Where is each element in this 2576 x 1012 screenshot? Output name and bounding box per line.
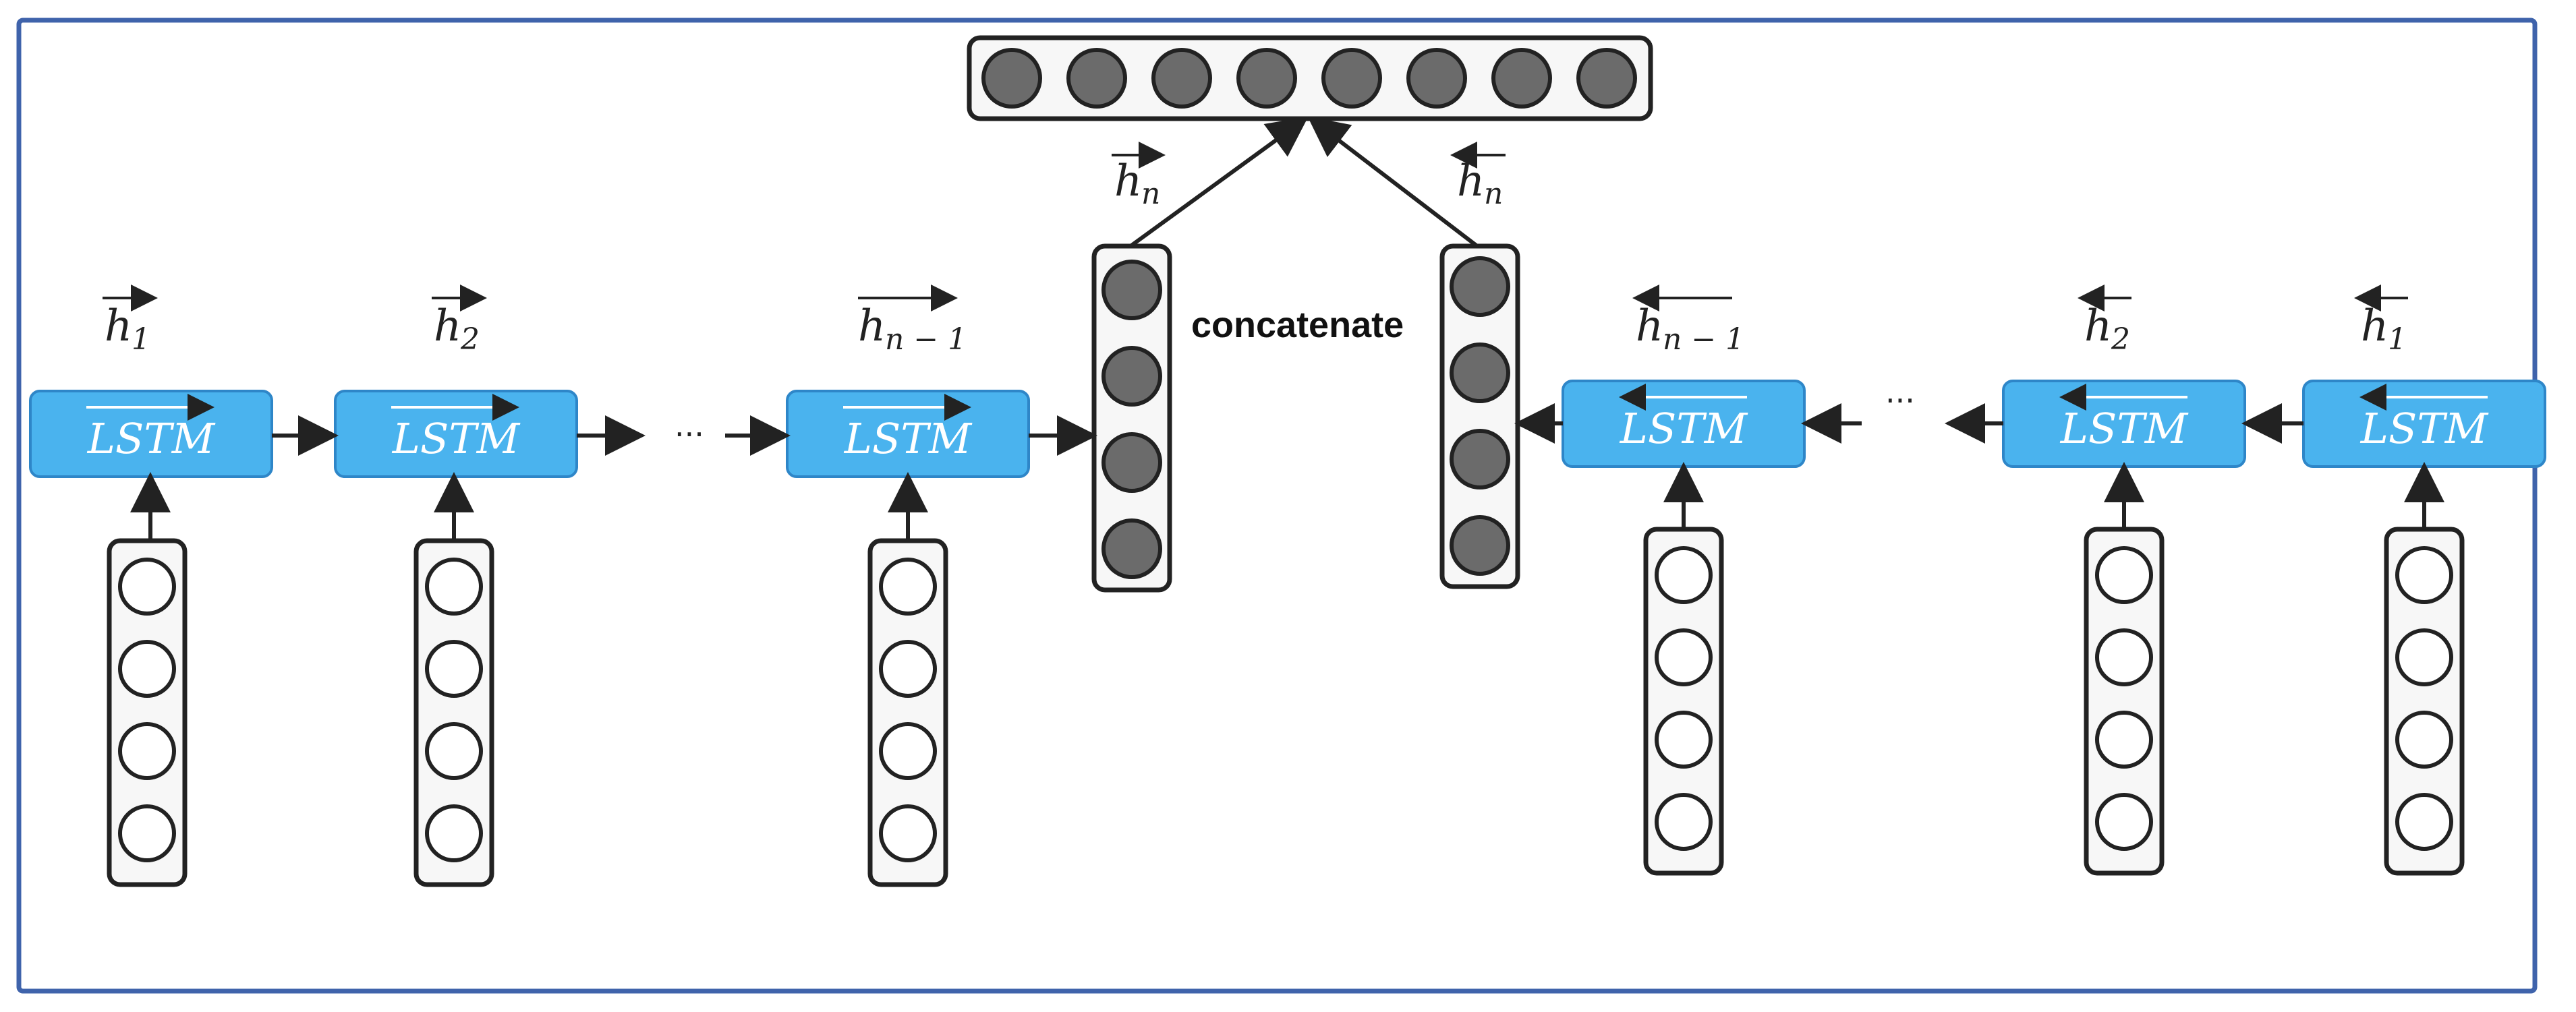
svg-text:h: h [2084, 301, 2112, 351]
input-node [2095, 546, 2153, 604]
svg-text:LSTM: LSTM [87, 414, 216, 463]
input-node [425, 558, 483, 616]
svg-text:LSTM: LSTM [2060, 404, 2189, 453]
forward-hidden-label-1: h 1 [103, 285, 158, 357]
backward-lstm-n-minus-1: LSTM [1562, 380, 1806, 468]
backward-ellipsis: ··· [1885, 382, 1915, 419]
backward-input-vector-n-minus-1 [1643, 527, 1724, 876]
backward-lstm-1: LSTM [2302, 380, 2546, 468]
forward-hn-node [1101, 432, 1162, 493]
svg-text:2: 2 [460, 322, 480, 357]
backward-hidden-label-2: h 2 [2078, 285, 2131, 357]
input-node [2095, 793, 2153, 851]
svg-text:h: h [434, 301, 461, 351]
input-node [118, 640, 176, 698]
forward-input-vector-2 [413, 538, 494, 887]
svg-text:h: h [105, 301, 132, 351]
input-node [2395, 711, 2453, 769]
input-node [879, 804, 937, 862]
svg-text:LSTM: LSTM [1620, 404, 1748, 453]
svg-text:LSTM: LSTM [2360, 404, 2489, 453]
backward-input-vector-2 [2084, 527, 2165, 876]
frame-border [16, 18, 2538, 994]
svg-text:LSTM: LSTM [844, 414, 973, 463]
forward-hn-node [1101, 518, 1162, 579]
concatenate-label: concatenate [1191, 305, 1404, 345]
input-node [118, 804, 176, 862]
output-node [1321, 48, 1382, 109]
svg-text:h: h [2361, 301, 2388, 351]
output-vector [967, 35, 1653, 121]
input-node [879, 722, 937, 780]
input-node [118, 722, 176, 780]
label-backward-hn: h n [1450, 142, 1506, 211]
svg-text:n: n [1141, 177, 1160, 211]
svg-text:h: h [1636, 301, 1663, 351]
forward-hn-node [1101, 346, 1162, 407]
backward-hidden-label-1: h 1 [2354, 285, 2408, 357]
forward-input-vector-1 [107, 538, 188, 887]
svg-text:h: h [858, 301, 886, 351]
input-node [2395, 546, 2453, 604]
svg-text:2: 2 [2111, 322, 2130, 357]
output-node [1491, 48, 1552, 109]
backward-input-vector-1 [2384, 527, 2465, 876]
backward-hidden-label-n-minus-1: h n − 1 [1632, 285, 1744, 357]
svg-text:h: h [1114, 156, 1142, 206]
backward-hn-node [1450, 343, 1510, 403]
input-node [1655, 711, 1713, 769]
output-node [1406, 48, 1467, 109]
svg-text:n − 1: n − 1 [1663, 322, 1744, 357]
input-node [1655, 628, 1713, 686]
input-node [1655, 793, 1713, 851]
input-node [2095, 711, 2153, 769]
input-node [1655, 546, 1713, 604]
output-node [981, 48, 1042, 109]
input-node [2395, 628, 2453, 686]
forward-input-vector-n-minus-1 [867, 538, 948, 887]
input-node [118, 558, 176, 616]
forward-lstm-2: LSTM [334, 390, 578, 478]
backward-lstm-2: LSTM [2002, 380, 2246, 468]
input-node [879, 640, 937, 698]
svg-text:1: 1 [132, 322, 150, 357]
svg-text:LSTM: LSTM [392, 414, 521, 463]
output-node [1066, 48, 1127, 109]
backward-hn-vector [1439, 243, 1520, 589]
forward-hn-vector [1091, 243, 1172, 593]
forward-hn-node [1101, 260, 1162, 320]
forward-hidden-label-2: h 2 [432, 285, 487, 357]
forward-lstm-n-minus-1: LSTM [786, 390, 1030, 478]
input-node [879, 558, 937, 616]
forward-hidden-label-n-minus-1: h n − 1 [858, 285, 967, 357]
backward-hn-node [1450, 515, 1510, 576]
svg-text:n: n [1484, 177, 1503, 211]
forward-lstm-1: LSTM [29, 390, 273, 478]
label-forward-hn: h n [1112, 142, 1166, 211]
backward-hn-node [1450, 256, 1510, 317]
svg-text:1: 1 [2388, 322, 2407, 357]
input-node [2395, 793, 2453, 851]
arrow-backward-to-output [1307, 116, 1479, 248]
input-node [425, 804, 483, 862]
backward-hn-node [1450, 429, 1510, 489]
arrow-forward-to-output [1129, 116, 1309, 248]
input-node [2095, 628, 2153, 686]
output-node [1151, 48, 1212, 109]
input-node [425, 722, 483, 780]
svg-text:h: h [1457, 156, 1485, 206]
input-node [425, 640, 483, 698]
output-node [1236, 48, 1297, 109]
svg-text:n − 1: n − 1 [885, 322, 967, 357]
forward-ellipsis: ··· [675, 416, 704, 452]
output-node [1576, 48, 1637, 109]
